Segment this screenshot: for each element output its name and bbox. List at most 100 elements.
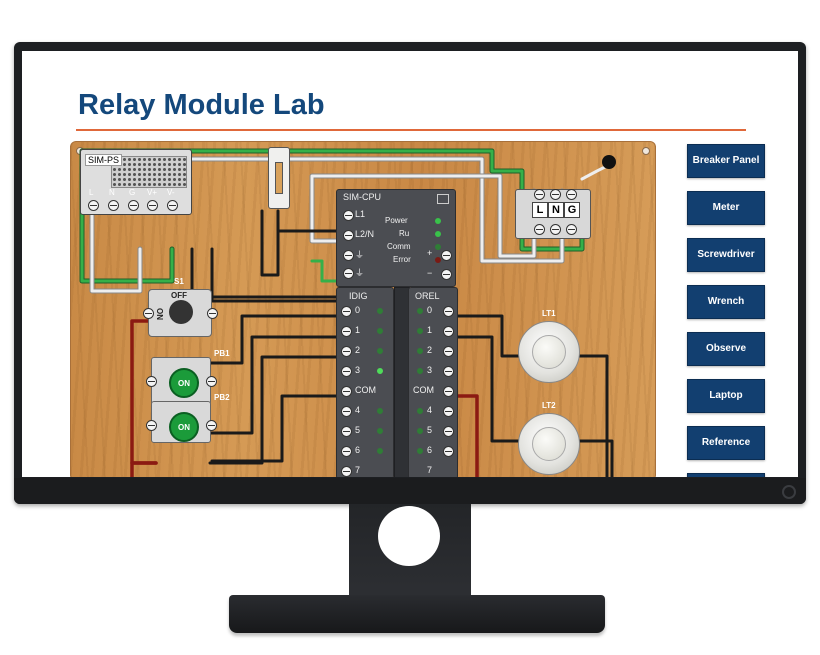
input-led xyxy=(377,448,383,454)
status-label: Power xyxy=(385,216,408,225)
terminal-screw[interactable] xyxy=(146,420,157,431)
terminal-screw[interactable] xyxy=(550,189,561,200)
output-com-label: COM xyxy=(413,385,434,395)
terminal-screw[interactable] xyxy=(341,346,352,357)
output-point-label: 1 xyxy=(427,325,433,335)
output-led xyxy=(417,408,423,414)
terminal-screw[interactable] xyxy=(207,308,218,319)
terminal-screw[interactable] xyxy=(147,200,158,211)
lamp-lens xyxy=(532,427,566,461)
terminal-screw[interactable] xyxy=(143,308,154,319)
pb2-on-button[interactable]: ON xyxy=(169,412,199,442)
cable-entry-icon xyxy=(602,155,616,169)
selector-knob-icon[interactable] xyxy=(169,300,193,324)
status-label: Comm xyxy=(387,242,411,251)
monitor-stand-base xyxy=(229,595,605,633)
orel-module[interactable]: OREL 0 1 2 3 COM 4 5 6 7 xyxy=(408,287,458,477)
selector-switch[interactable]: OFF ON xyxy=(143,289,218,337)
terminal-screw[interactable] xyxy=(206,420,217,431)
terminal-screw[interactable] xyxy=(443,346,454,357)
terminal-screw[interactable] xyxy=(167,200,178,211)
input-point-label: 2 xyxy=(355,345,361,355)
pushbutton-tag: PB1 xyxy=(214,349,230,358)
port-icon xyxy=(437,194,449,204)
output-led xyxy=(417,448,423,454)
terminal-screw[interactable] xyxy=(341,366,352,377)
input-led xyxy=(377,428,383,434)
terminal-screw[interactable] xyxy=(343,250,354,261)
terminal-screw[interactable] xyxy=(566,189,577,200)
idig-module[interactable]: IDIG 0 1 2 3 COM 4 5 6 7 xyxy=(336,287,394,477)
page-title: Relay Module Lab xyxy=(78,89,325,121)
terminal-screw[interactable] xyxy=(343,230,354,241)
ps-terminal-label: V+ xyxy=(147,188,158,197)
dc-minus-label: − xyxy=(427,268,433,278)
output-led xyxy=(417,308,423,314)
input-point-label: 7 xyxy=(355,465,361,475)
terminal-screw[interactable] xyxy=(566,224,577,235)
terminal-screw[interactable] xyxy=(341,326,352,337)
more-tools-button[interactable] xyxy=(687,473,765,477)
terminal-block[interactable]: L N G xyxy=(515,189,591,239)
terminal-screw[interactable] xyxy=(534,224,545,235)
comm-led xyxy=(435,244,441,250)
run-led xyxy=(435,231,441,237)
pushbutton-tag: PB2 xyxy=(214,393,230,402)
terminal-screw[interactable] xyxy=(341,466,352,477)
terminal-screw[interactable] xyxy=(341,426,352,437)
terminal-screw[interactable] xyxy=(443,306,454,317)
terminal-screw[interactable] xyxy=(443,326,454,337)
power-button-icon[interactable] xyxy=(782,485,796,499)
terminal-screw[interactable] xyxy=(341,406,352,417)
terminal-screw[interactable] xyxy=(341,306,352,317)
meter-button[interactable]: Meter xyxy=(687,191,765,225)
laptop-button[interactable]: Laptop xyxy=(687,379,765,413)
dc-plus-label: + xyxy=(427,248,433,258)
lamp-tag: LT2 xyxy=(542,401,556,410)
pushbutton-1[interactable]: ON xyxy=(146,357,217,405)
power-supply[interactable]: SIM-PS L N G V+ V- xyxy=(80,149,192,215)
terminal-screw[interactable] xyxy=(146,376,157,387)
terminal-letter: G xyxy=(564,202,580,218)
terminal-screw[interactable] xyxy=(443,446,454,457)
lamp-lt2[interactable] xyxy=(518,413,580,475)
selector-off-label: OFF xyxy=(171,291,187,300)
terminal-screw[interactable] xyxy=(441,269,452,280)
lamp-lt1[interactable] xyxy=(518,321,580,383)
terminal-screw[interactable] xyxy=(341,446,352,457)
power-led xyxy=(435,218,441,224)
monitor-stand-neck xyxy=(349,504,471,598)
cable-hole xyxy=(378,506,440,566)
observe-button[interactable]: Observe xyxy=(687,332,765,366)
screwdriver-button[interactable]: Screwdriver xyxy=(687,238,765,272)
terminal-screw[interactable] xyxy=(128,200,139,211)
terminal-screw[interactable] xyxy=(443,386,454,397)
pushbutton-2[interactable]: ON xyxy=(146,401,217,443)
terminal-screw[interactable] xyxy=(534,189,545,200)
reference-button[interactable]: Reference xyxy=(687,426,765,460)
wrench-button[interactable]: Wrench xyxy=(687,285,765,319)
terminal-screw[interactable] xyxy=(441,250,452,261)
error-led xyxy=(435,257,441,263)
screw-icon xyxy=(642,147,650,155)
orel-label: OREL xyxy=(415,291,440,301)
cpu-input-label: L2/N xyxy=(355,229,375,239)
terminal-screw[interactable] xyxy=(443,366,454,377)
terminal-screw[interactable] xyxy=(343,210,354,221)
breaker-panel-button[interactable]: Breaker Panel xyxy=(687,144,765,178)
terminal-screw[interactable] xyxy=(343,268,354,279)
terminal-screw[interactable] xyxy=(206,376,217,387)
selector-tag: S1 xyxy=(174,277,184,286)
input-point-label: 4 xyxy=(355,405,361,415)
input-com-label: COM xyxy=(355,385,376,395)
terminal-screw[interactable] xyxy=(88,200,99,211)
cpu-module[interactable]: SIM-CPU L1 L2/N ⏚ ⏚ Power Ru Comm Error … xyxy=(336,189,456,287)
fuse-holder[interactable] xyxy=(268,147,290,209)
terminal-screw[interactable] xyxy=(108,200,119,211)
pb1-on-button[interactable]: ON xyxy=(169,368,199,398)
terminal-letter: N xyxy=(548,202,564,218)
terminal-screw[interactable] xyxy=(550,224,561,235)
terminal-screw[interactable] xyxy=(341,386,352,397)
terminal-screw[interactable] xyxy=(443,426,454,437)
terminal-screw[interactable] xyxy=(443,406,454,417)
